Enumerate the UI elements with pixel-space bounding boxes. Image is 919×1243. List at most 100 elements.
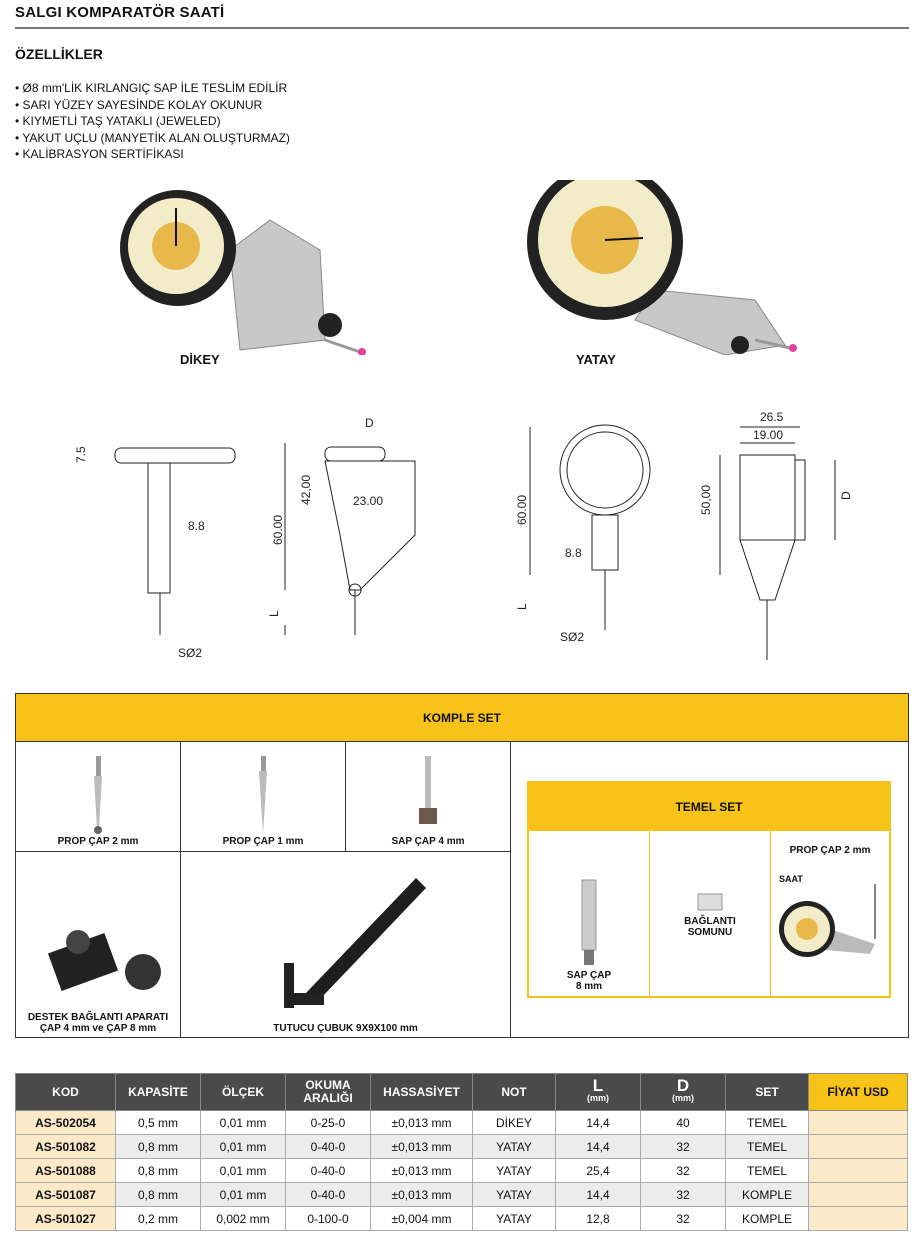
table-cell: AS-501088	[15, 1158, 116, 1183]
holder-clamp-image	[47, 930, 161, 992]
price-cell	[808, 1182, 908, 1207]
temel-item-label: SAP ÇAP	[566, 970, 612, 981]
dim-label: 23.00	[353, 494, 383, 508]
komple-item-label: PROP ÇAP 2 mm	[57, 836, 139, 847]
col-header: HASSASİYET	[370, 1073, 473, 1111]
horizontal-label: YATAY	[576, 352, 616, 367]
temel-item-label: BAĞLANTI	[684, 915, 736, 927]
indicator-image	[779, 884, 876, 957]
feature-item: • Ø8 mm'LİK KIRLANGIÇ SAP İLE TESLİM EDİ…	[15, 81, 288, 95]
price-cell	[808, 1134, 908, 1159]
table-cell: 0-25-0	[285, 1110, 371, 1135]
dim-label: 8.8	[188, 519, 205, 533]
dim-label: SØ2	[560, 630, 584, 644]
col-header: FİYAT USD	[808, 1073, 908, 1111]
stem-image	[419, 756, 437, 824]
features-list: • Ø8 mm'LİK KIRLANGIÇ SAP İLE TESLİM EDİ…	[15, 80, 290, 163]
feature-item: • KIYMETLİ TAŞ YATAKLI (JEWELED)	[15, 114, 221, 128]
table-cell: 0,5 mm	[115, 1110, 201, 1135]
table-cell: 0-100-0	[285, 1206, 371, 1231]
vertical-label: DİKEY	[180, 352, 220, 367]
col-header: KAPASİTE	[115, 1073, 201, 1111]
table-cell: 0-40-0	[285, 1134, 371, 1159]
table-cell: KOMPLE	[725, 1206, 809, 1231]
table-cell: 0,8 mm	[115, 1158, 201, 1183]
table-cell: 12,8	[555, 1206, 641, 1231]
technical-drawings: 7.5 8.8 SØ2 D 42,00 60.00 23.00 L 60.00 …	[74, 410, 853, 660]
komple-item: PROP ÇAP 2 mm	[16, 742, 181, 852]
table-cell: 0,01 mm	[200, 1182, 286, 1207]
vertical-indicator-image	[120, 190, 366, 355]
table-cell: YATAY	[472, 1206, 556, 1231]
table-cell: 0,8 mm	[115, 1134, 201, 1159]
table-cell: 0,01 mm	[200, 1134, 286, 1159]
table-cell: AS-501087	[15, 1182, 116, 1207]
table-cell: ±0,013 mm	[370, 1134, 473, 1159]
dim-label: L	[267, 610, 281, 617]
dim-label: 60.00	[515, 495, 529, 525]
table-cell: 0,8 mm	[115, 1182, 201, 1207]
temel-item-label: PROP ÇAP 2 mm	[789, 845, 871, 856]
feature-item: • YAKUT UÇLU (MANYETİK ALAN OLUŞTURMAZ)	[15, 130, 290, 145]
table-cell: 0-40-0	[285, 1158, 371, 1183]
table-cell: 14,4	[555, 1110, 641, 1135]
col-header: D(mm)	[640, 1073, 726, 1111]
komple-set-title: KOMPLE SET	[16, 694, 908, 742]
col-header-unit: (mm)	[672, 1093, 694, 1103]
table-cell: AS-501027	[15, 1206, 116, 1231]
col-header-line: L	[592, 1076, 604, 1095]
col-header: L(mm)	[555, 1073, 641, 1111]
price-cell	[808, 1158, 908, 1183]
table-cell: 14,4	[555, 1182, 641, 1207]
table-cell: 32	[640, 1158, 726, 1183]
table-cell: 0-40-0	[285, 1182, 371, 1207]
nut-image	[697, 893, 723, 910]
temel-item-label: SAAT	[779, 874, 803, 884]
table-cell: AS-501082	[15, 1134, 116, 1159]
komple-item-label: DESTEK BAĞLANTI APARATI	[27, 1012, 169, 1023]
komple-item: DESTEK BAĞLANTI APARATI ÇAP 4 mm ve ÇAP …	[16, 852, 181, 1038]
table-cell: 0,002 mm	[200, 1206, 286, 1231]
table-cell: 40	[640, 1110, 726, 1135]
col-header-line: D	[676, 1076, 690, 1095]
table-cell: YATAY	[472, 1182, 556, 1207]
komple-item: TUTUCU ÇUBUK 9X9X100 mm	[181, 852, 511, 1038]
col-header: SET	[725, 1073, 809, 1111]
holder-rod-image	[283, 878, 426, 1008]
table-cell: 32	[640, 1206, 726, 1231]
table-cell: YATAY	[472, 1158, 556, 1183]
dim-label: 50,00	[699, 485, 713, 515]
table-cell: 0,01 mm	[200, 1110, 286, 1135]
feature-item: • SARI YÜZEY SAYESİNDE KOLAY OKUNUR	[15, 97, 263, 112]
col-header-line: OKUMA	[305, 1078, 351, 1092]
table-cell: ±0,013 mm	[370, 1158, 473, 1183]
table-cell: AS-502054	[15, 1110, 116, 1135]
komple-set-panel: KOMPLE SET PROP ÇAP 2 mm PROP ÇAP 1 mm S…	[15, 693, 909, 1038]
table-cell: 14,4	[555, 1134, 641, 1159]
table-cell: ±0,004 mm	[370, 1206, 473, 1231]
dim-label: 42,00	[299, 475, 313, 505]
page-title: SALGI KOMPARATÖR SAATİ	[15, 4, 225, 21]
col-header: KOD	[15, 1073, 116, 1111]
table-cell: YATAY	[472, 1134, 556, 1159]
price-cell	[808, 1206, 908, 1231]
dim-label: SØ2	[178, 646, 202, 660]
horizontal-indicator-image	[527, 180, 797, 355]
col-header: NOT	[472, 1073, 556, 1111]
table-cell: 32	[640, 1182, 726, 1207]
komple-item: PROP ÇAP 1 mm	[181, 742, 346, 852]
temel-item-label: SOMUNU	[687, 926, 733, 938]
col-header-unit: (mm)	[587, 1093, 609, 1103]
table-cell: ±0,013 mm	[370, 1182, 473, 1207]
komple-item-label: TUTUCU ÇUBUK 9X9X100 mm	[273, 1023, 418, 1034]
temel-item-label: 8 mm	[575, 981, 603, 992]
probe-image	[259, 756, 267, 834]
table-cell: ±0,013 mm	[370, 1110, 473, 1135]
dim-label: 26.5	[760, 410, 784, 424]
dim-label: 19.00	[753, 428, 783, 442]
